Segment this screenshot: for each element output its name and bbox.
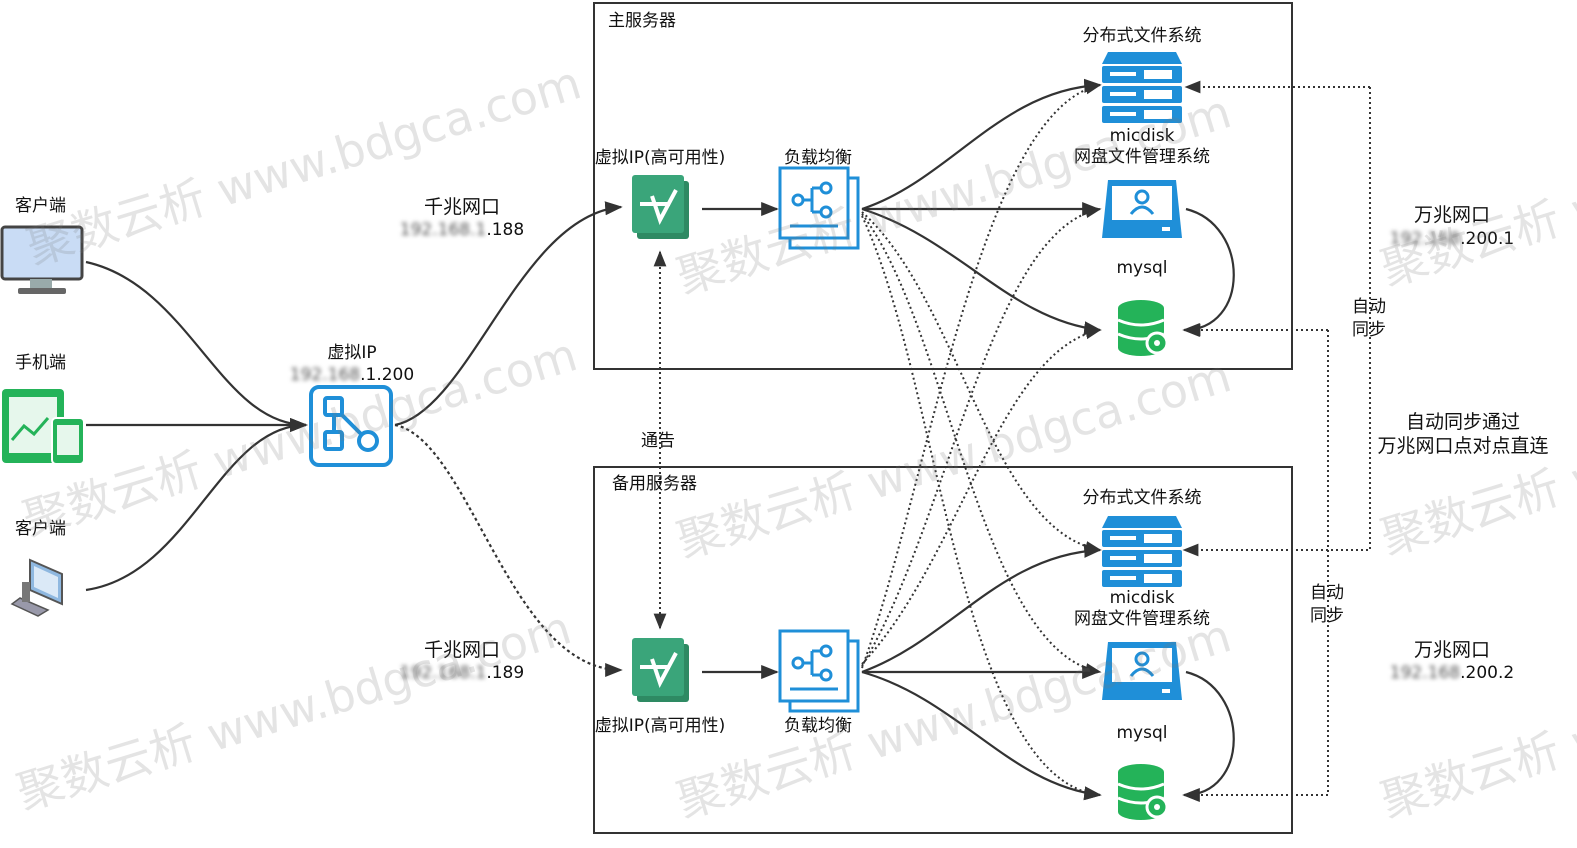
desktop-monitor-icon: [0, 225, 84, 294]
backup-server-title: 备用服务器: [612, 474, 697, 494]
primary-lb-label: 负载均衡: [784, 148, 852, 168]
load-balancer-icon-primary: [778, 166, 860, 250]
connector-backup-lb-to-primary-app: [861, 205, 1102, 667]
connector-backup-lb-to-db: [861, 670, 1102, 801]
connector-backup-lb-to-primary-db: [861, 326, 1102, 665]
mobile-label: 手机端: [15, 353, 66, 373]
port-main-label: 万兆网口: [1413, 204, 1491, 226]
backup-lb-label: 负载均衡: [784, 716, 852, 736]
sync-a-label-1: 自动: [1352, 297, 1386, 317]
primary-app-desc: 网盘文件管理系统: [1074, 147, 1210, 167]
primary-db-label: mysql: [1116, 258, 1168, 278]
connector-backup-lb-to-primary-dfs: [861, 81, 1102, 669]
link-backup-ip: 192.168.1.189: [399, 663, 525, 683]
connector-primary-lb-to-backup-db: [861, 215, 1102, 800]
database-icon-primary: [1117, 300, 1169, 356]
vip-main-ip: 192.168.1.200: [289, 365, 415, 385]
connector-sync-db: [1182, 330, 1329, 802]
backup-vip-label: 虚拟IP(高可用性): [594, 716, 726, 736]
keepalived-icon-primary: [632, 175, 689, 239]
connector-backup-lb-to-dfs: [861, 543, 1102, 674]
mobile-tablet-icon: [2, 389, 85, 465]
connector-primary-app-to-db: [1182, 207, 1235, 338]
client-top-label: 客户端: [15, 196, 66, 216]
backup-app-desc: 网盘文件管理系统: [1074, 609, 1210, 629]
port-backup-ip: 192.168.200.2: [1389, 663, 1515, 683]
backup-server-box: [593, 466, 1293, 834]
port-main-ip: 192.168.200.1: [1389, 229, 1515, 249]
primary-server-title: 主服务器: [608, 11, 676, 31]
heartbeat-label: 通告: [641, 431, 675, 451]
backup-app-name: micdisk: [1109, 588, 1175, 608]
port-backup-label: 万兆网口: [1413, 639, 1491, 661]
load-balancer-icon-backup: [778, 629, 860, 713]
connector-sync-dfs: [1182, 87, 1371, 557]
connector-vip-to-backup: [394, 423, 623, 678]
link-primary-ip: 192.168.1.188: [399, 220, 525, 240]
connector-primary-lb-to-dfs: [861, 78, 1102, 211]
connector-client-top-to-vip: [85, 260, 308, 433]
connector-client-bottom-to-vip: [85, 417, 308, 592]
workstation-icon: [10, 558, 63, 617]
connector-primary-lb-to-backup-dfs: [861, 211, 1102, 554]
link-backup-label: 千兆网口: [423, 639, 501, 661]
connector-backup-app-to-db: [1182, 670, 1235, 803]
connector-primary-lb-to-backup-app: [861, 213, 1102, 676]
app-server-icon-backup: [1102, 642, 1182, 700]
sync-b-label-1: 自动: [1310, 583, 1344, 603]
keepalived-icon-backup: [632, 638, 689, 702]
connector-vip-to-primary: [394, 201, 623, 427]
primary-server-box: [593, 2, 1293, 370]
primary-dfs-label: 分布式文件系统: [1082, 26, 1202, 46]
database-icon-backup: [1117, 764, 1169, 820]
sync-a-label-2: 同步: [1352, 320, 1386, 340]
vip-main-label: 虚拟IP: [327, 343, 377, 363]
primary-vip-label: 虚拟IP(高可用性): [594, 148, 726, 168]
sync-b-label-2: 同步: [1310, 606, 1344, 626]
primary-app-name: micdisk: [1109, 126, 1175, 146]
backup-dfs-label: 分布式文件系统: [1082, 488, 1202, 508]
virtual-ip-router-icon: [309, 385, 393, 467]
link-primary-label: 千兆网口: [423, 196, 501, 218]
dfs-server-icon-backup: [1102, 516, 1182, 587]
backup-db-label: mysql: [1116, 723, 1168, 743]
sync-note-1: 自动同步通过: [1405, 411, 1521, 433]
dfs-server-icon-primary: [1102, 52, 1182, 123]
app-server-icon-primary: [1102, 180, 1182, 238]
connector-primary-lb-to-db: [861, 207, 1102, 336]
sync-note-2: 万兆网口点对点直连: [1377, 435, 1549, 457]
client-bottom-label: 客户端: [15, 519, 66, 539]
